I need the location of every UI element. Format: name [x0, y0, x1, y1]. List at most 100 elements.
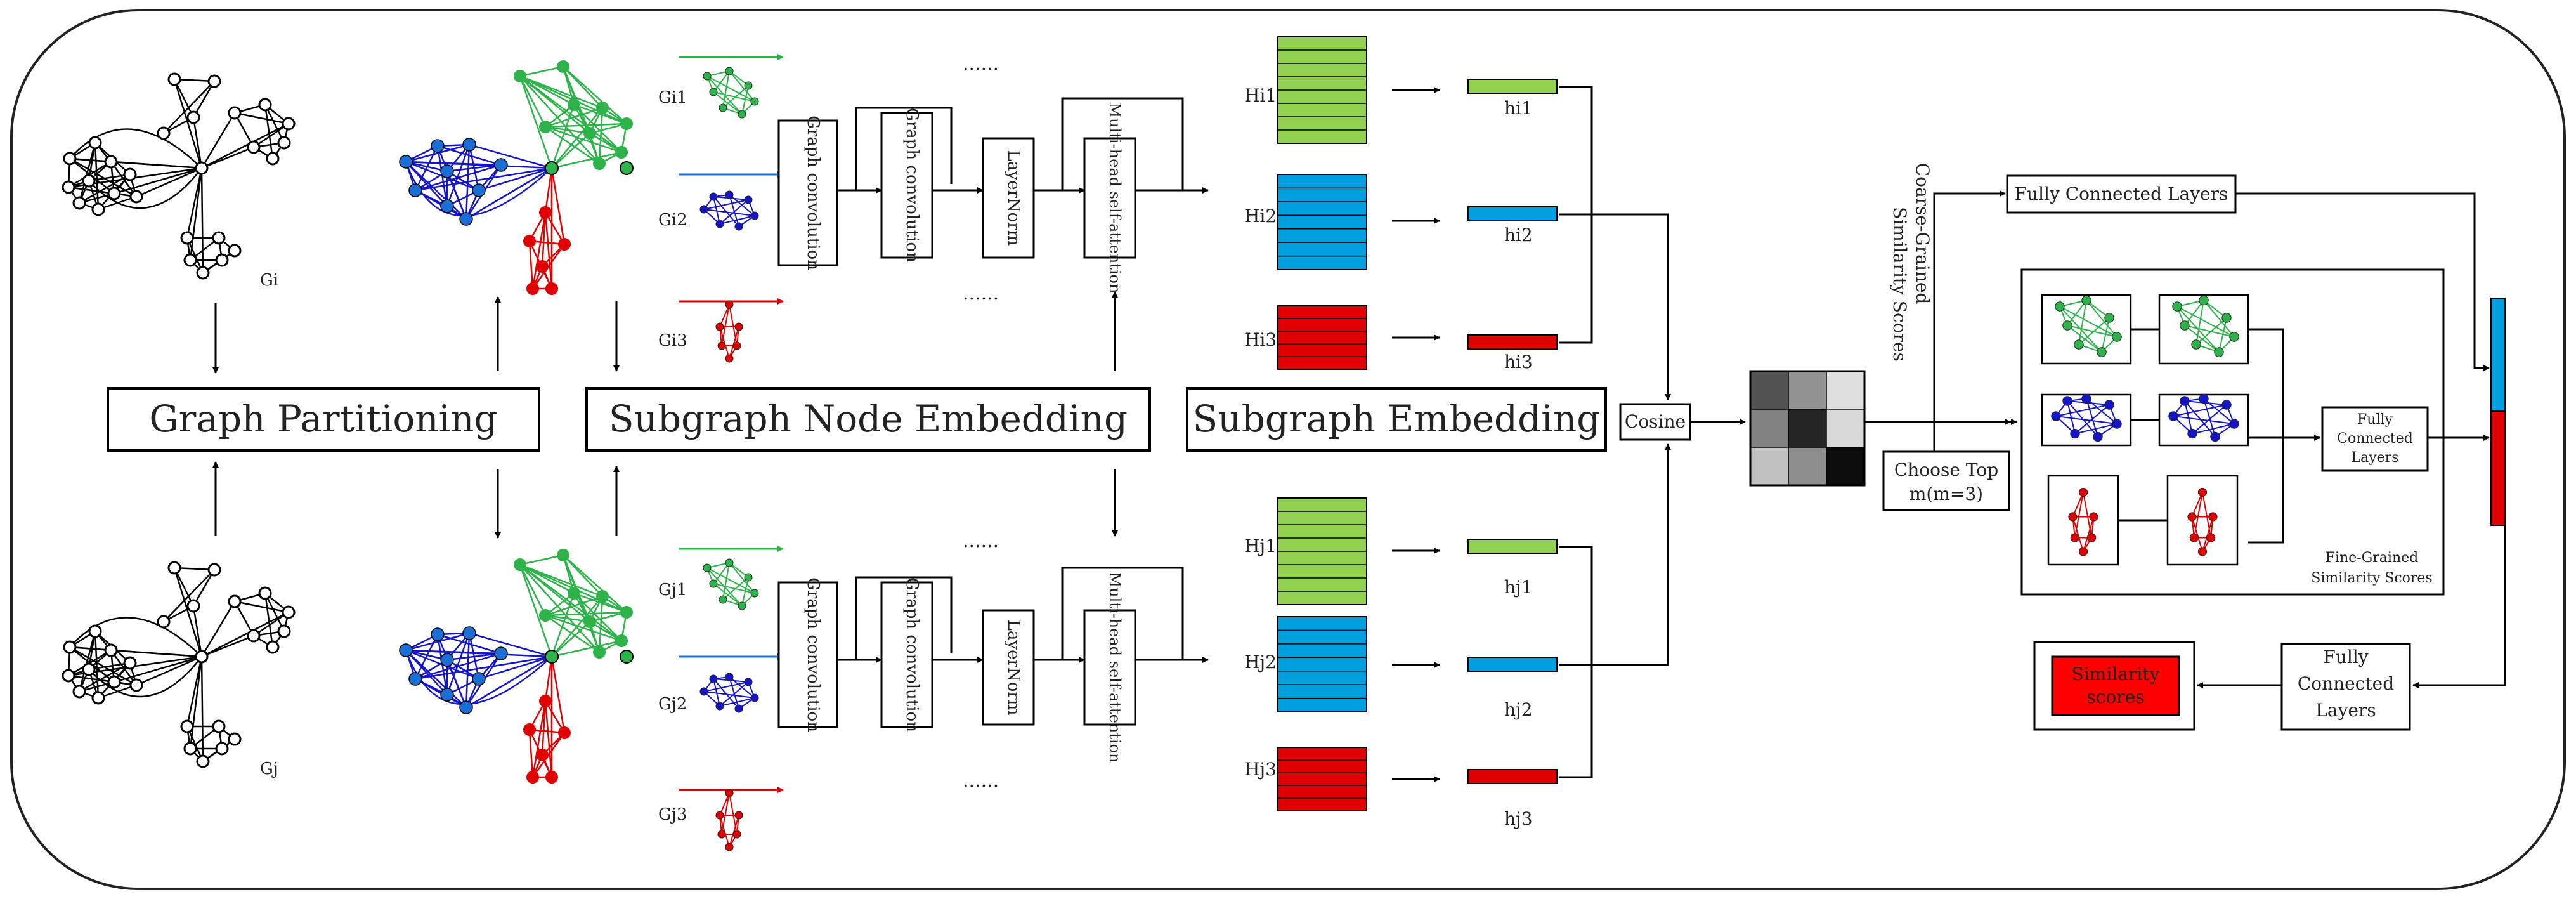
subgraph-node	[734, 811, 743, 820]
graph-node-red	[536, 260, 549, 273]
graph-edge	[173, 79, 195, 118]
subgraph-node	[2214, 347, 2224, 357]
graph-node-green	[539, 121, 552, 133]
graph-node	[183, 742, 197, 756]
graph-edge	[544, 167, 553, 213]
graph-conv-text-2-bottom: Graph convolution	[902, 577, 921, 732]
connector-line	[2248, 328, 2284, 544]
ellipsis-bottom-1: ......	[963, 530, 999, 552]
label-Hj2: Hj2	[1244, 652, 1277, 673]
graph-node	[129, 190, 143, 204]
graph-edge	[598, 107, 604, 164]
graph-edge	[415, 167, 552, 192]
subgraph-edge	[2074, 404, 2110, 435]
subgraph-node	[2081, 393, 2091, 404]
subgraph-edge	[2055, 416, 2117, 424]
graph-node-blue	[494, 646, 508, 660]
graph-node	[82, 662, 96, 676]
subgraph-node	[750, 97, 759, 106]
graph-node-green	[615, 146, 628, 159]
graph-node	[180, 719, 194, 733]
subgraph-node	[2168, 411, 2178, 421]
graph-edge	[551, 621, 590, 657]
graph-node	[72, 196, 86, 210]
graph-edge	[551, 107, 603, 169]
connector-arrow	[1559, 443, 1671, 666]
graph-node	[196, 754, 210, 768]
subgraph-node	[715, 322, 724, 331]
graph-node-blue	[462, 138, 476, 152]
subgraph-edge	[729, 70, 755, 102]
subgraph-node	[2187, 428, 2197, 439]
subgraph-node	[2112, 332, 2122, 342]
graph-edge	[573, 103, 627, 125]
subgraph-node	[750, 693, 759, 702]
cosine-label: Cosine	[1625, 411, 1686, 432]
graph-edge	[163, 569, 215, 622]
graph-node-blue	[459, 212, 473, 226]
similarity-cell	[1750, 409, 1789, 448]
graph-node-blue	[399, 155, 413, 169]
subgraph-edge	[703, 691, 755, 699]
graph-edge	[234, 600, 289, 614]
layernorm-text-bottom: LayerNorm	[1004, 620, 1023, 716]
graph-node	[123, 656, 137, 670]
fc-mid-box	[2321, 406, 2429, 472]
graph-edge	[551, 640, 622, 658]
subgraph-edge	[719, 215, 755, 225]
connector-arrow	[2412, 523, 2506, 688]
connector-line	[1559, 546, 1593, 778]
label-hj3: hj3	[1504, 808, 1533, 829]
graph-edge	[478, 655, 552, 680]
graph-node	[104, 643, 118, 657]
subgraph-edge	[722, 562, 730, 600]
pooled-vector	[1467, 539, 1558, 554]
pooled-vector	[1467, 769, 1558, 784]
stage-graph-partitioning: Graph Partitioning	[149, 397, 497, 440]
subgraph-node	[738, 110, 746, 119]
graph-node	[123, 167, 137, 181]
graph-node	[183, 253, 197, 267]
subgraph-node	[719, 595, 727, 604]
graph-node	[247, 140, 261, 154]
graph-node-blue	[462, 626, 476, 640]
mhsa-box-bottom	[1083, 609, 1136, 726]
subgraph-node	[2206, 533, 2216, 542]
connector-arrow	[1559, 213, 1671, 400]
graph-edge	[405, 649, 552, 658]
graph-edge	[414, 634, 439, 679]
concat-bar-red	[2490, 410, 2506, 526]
graph-edge	[234, 112, 289, 125]
ellipsis-top-2: ......	[963, 282, 999, 305]
layernorm-text: LayerNorm	[1004, 150, 1023, 246]
graph-hub-node	[195, 161, 209, 175]
subgraph-node	[2051, 411, 2061, 421]
label-gi3: Gi3	[658, 331, 687, 350]
graph-edge	[545, 126, 600, 165]
subgraph-node	[2229, 419, 2239, 429]
label-Hj1: Hj1	[1244, 535, 1277, 556]
graph-node	[228, 594, 242, 608]
graph-edge	[264, 593, 285, 632]
graph-edge	[253, 122, 289, 148]
graph-node	[228, 244, 242, 258]
graph-edge	[469, 143, 552, 169]
graph-node	[63, 640, 77, 654]
graph-edge	[519, 554, 564, 566]
subgraph-node	[744, 195, 753, 204]
subgraph-edge	[719, 697, 755, 707]
subgraph-node	[2068, 512, 2078, 522]
graph-edge	[519, 75, 600, 164]
graph-node-blue	[440, 688, 454, 702]
graph-node-blue	[431, 139, 445, 153]
graph-edge	[405, 650, 467, 708]
graph-edge	[110, 649, 202, 658]
subgraph-edge	[2083, 516, 2095, 552]
graph-node	[157, 126, 171, 140]
subgraph-node	[2208, 512, 2218, 522]
graph-node-blue	[408, 672, 422, 686]
graph-edge	[201, 634, 254, 658]
label-gi1: Gi1	[658, 88, 687, 107]
graph-node	[129, 678, 143, 692]
graph-edge	[551, 596, 603, 657]
